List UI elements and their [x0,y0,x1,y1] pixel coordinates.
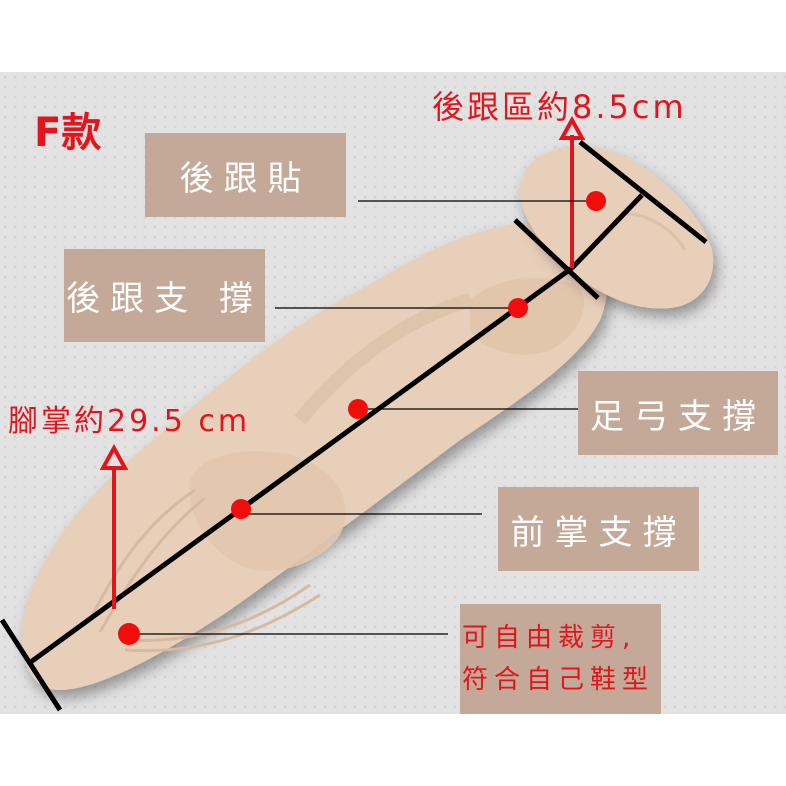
label-heel-pad-text: 後跟貼 [179,158,312,199]
model-title: F款 [34,110,102,156]
label-heel-support-text: 後跟支 撐 [66,279,263,319]
arch-support-dot [348,399,368,419]
heel-diagonal-2 [570,193,644,270]
heel-top-edge [578,140,708,244]
heel-support-dot [508,298,528,318]
label-arch-support: 足弓支撐 [578,371,778,455]
heel-cup [470,277,585,355]
sole-arrow-head-icon [99,443,129,470]
forefoot-support-dot [231,499,251,519]
heel-arrow-head-icon [558,115,586,140]
label-trim-note: 可自由裁剪, 符合自己鞋型 [460,604,661,714]
label-forefoot-support: 前掌支撐 [498,487,699,571]
label-heel-pad: 後跟貼 [145,133,346,217]
heel-length-measure: 後跟區約8.5cm [432,88,687,126]
label-arch-support-text: 足弓支撐 [590,396,766,437]
label-heel-support: 後跟支 撐 [64,249,265,342]
toe-end-tick [0,618,63,712]
heel-diagonal-1 [513,218,600,300]
forefoot-pad [189,451,346,571]
toe-trim-dot [118,623,140,645]
heel-pad-dot [586,191,606,211]
label-forefoot-support-text: 前掌支撐 [510,512,687,553]
trim-note-line2: 符合自己鞋型 [462,665,655,695]
sole-length-line [26,265,574,667]
sole-length-measure: 腳掌約29.5 cm [8,404,251,439]
trim-note-line1: 可自由裁剪, [462,623,637,653]
